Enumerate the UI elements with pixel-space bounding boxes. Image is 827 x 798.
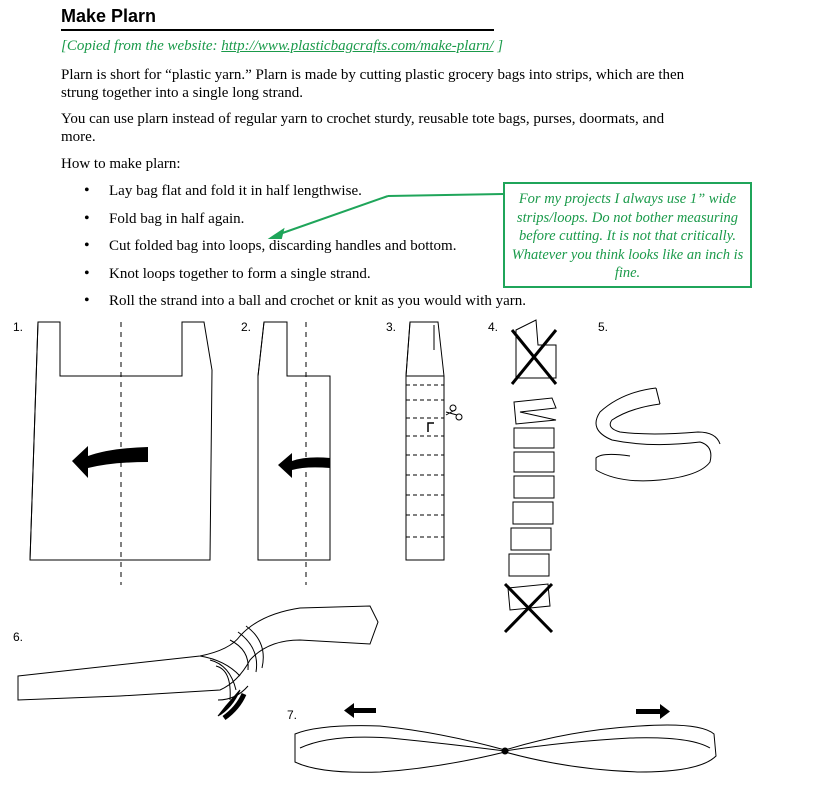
source-suffix: ] bbox=[493, 38, 504, 54]
step-item-5: Roll the strand into a ball and crochet … bbox=[84, 292, 526, 320]
figure-label-2: 2. bbox=[241, 320, 252, 334]
steps-list: Lay bag flat and fold it in half lengthw… bbox=[84, 182, 526, 320]
figure-1-bag-flat bbox=[29, 321, 213, 585]
scissors-icon bbox=[445, 404, 463, 421]
figure-7-strand bbox=[294, 703, 717, 773]
figure-label-1: 1. bbox=[13, 320, 24, 334]
arrow-right-icon bbox=[636, 704, 670, 719]
figure-3-cut-lines bbox=[405, 321, 463, 561]
figure-label-7: 7. bbox=[287, 708, 298, 722]
figure-6-knot bbox=[17, 605, 379, 721]
source-link[interactable]: http://www.plasticbagcrafts.com/make-pla… bbox=[221, 38, 494, 54]
source-citation: [Copied from the website: http://www.pla… bbox=[61, 38, 503, 55]
figure-label-5: 5. bbox=[598, 320, 609, 334]
figure-label-3: 3. bbox=[386, 320, 397, 334]
step-item-3: Cut folded bag into loops, discarding ha… bbox=[84, 237, 526, 265]
step-item-4: Knot loops together to form a single str… bbox=[84, 265, 526, 293]
figure-label-4: 4. bbox=[488, 320, 499, 334]
arrow-left-icon bbox=[344, 703, 376, 718]
source-prefix: [Copied from the website: bbox=[61, 38, 222, 54]
annotation-pointer bbox=[267, 193, 504, 239]
intro-paragraph: Plarn is short for “plastic yarn.” Plarn… bbox=[61, 67, 685, 101]
figure-4-loops bbox=[503, 319, 558, 634]
figure-label-6: 6. bbox=[13, 630, 24, 644]
page-title: Make Plarn bbox=[61, 4, 494, 31]
figure-5-loop bbox=[595, 387, 721, 482]
step-item-1: Lay bag flat and fold it in half lengthw… bbox=[84, 182, 526, 210]
annotation-note: For my projects I always use 1” wide str… bbox=[503, 182, 752, 288]
figure-2-bag-folded bbox=[257, 321, 331, 585]
step-item-2: Fold bag in half again. bbox=[84, 210, 526, 238]
how-to-heading: How to make plarn: bbox=[61, 156, 181, 172]
usage-paragraph: You can use plarn instead of regular yar… bbox=[61, 111, 665, 145]
